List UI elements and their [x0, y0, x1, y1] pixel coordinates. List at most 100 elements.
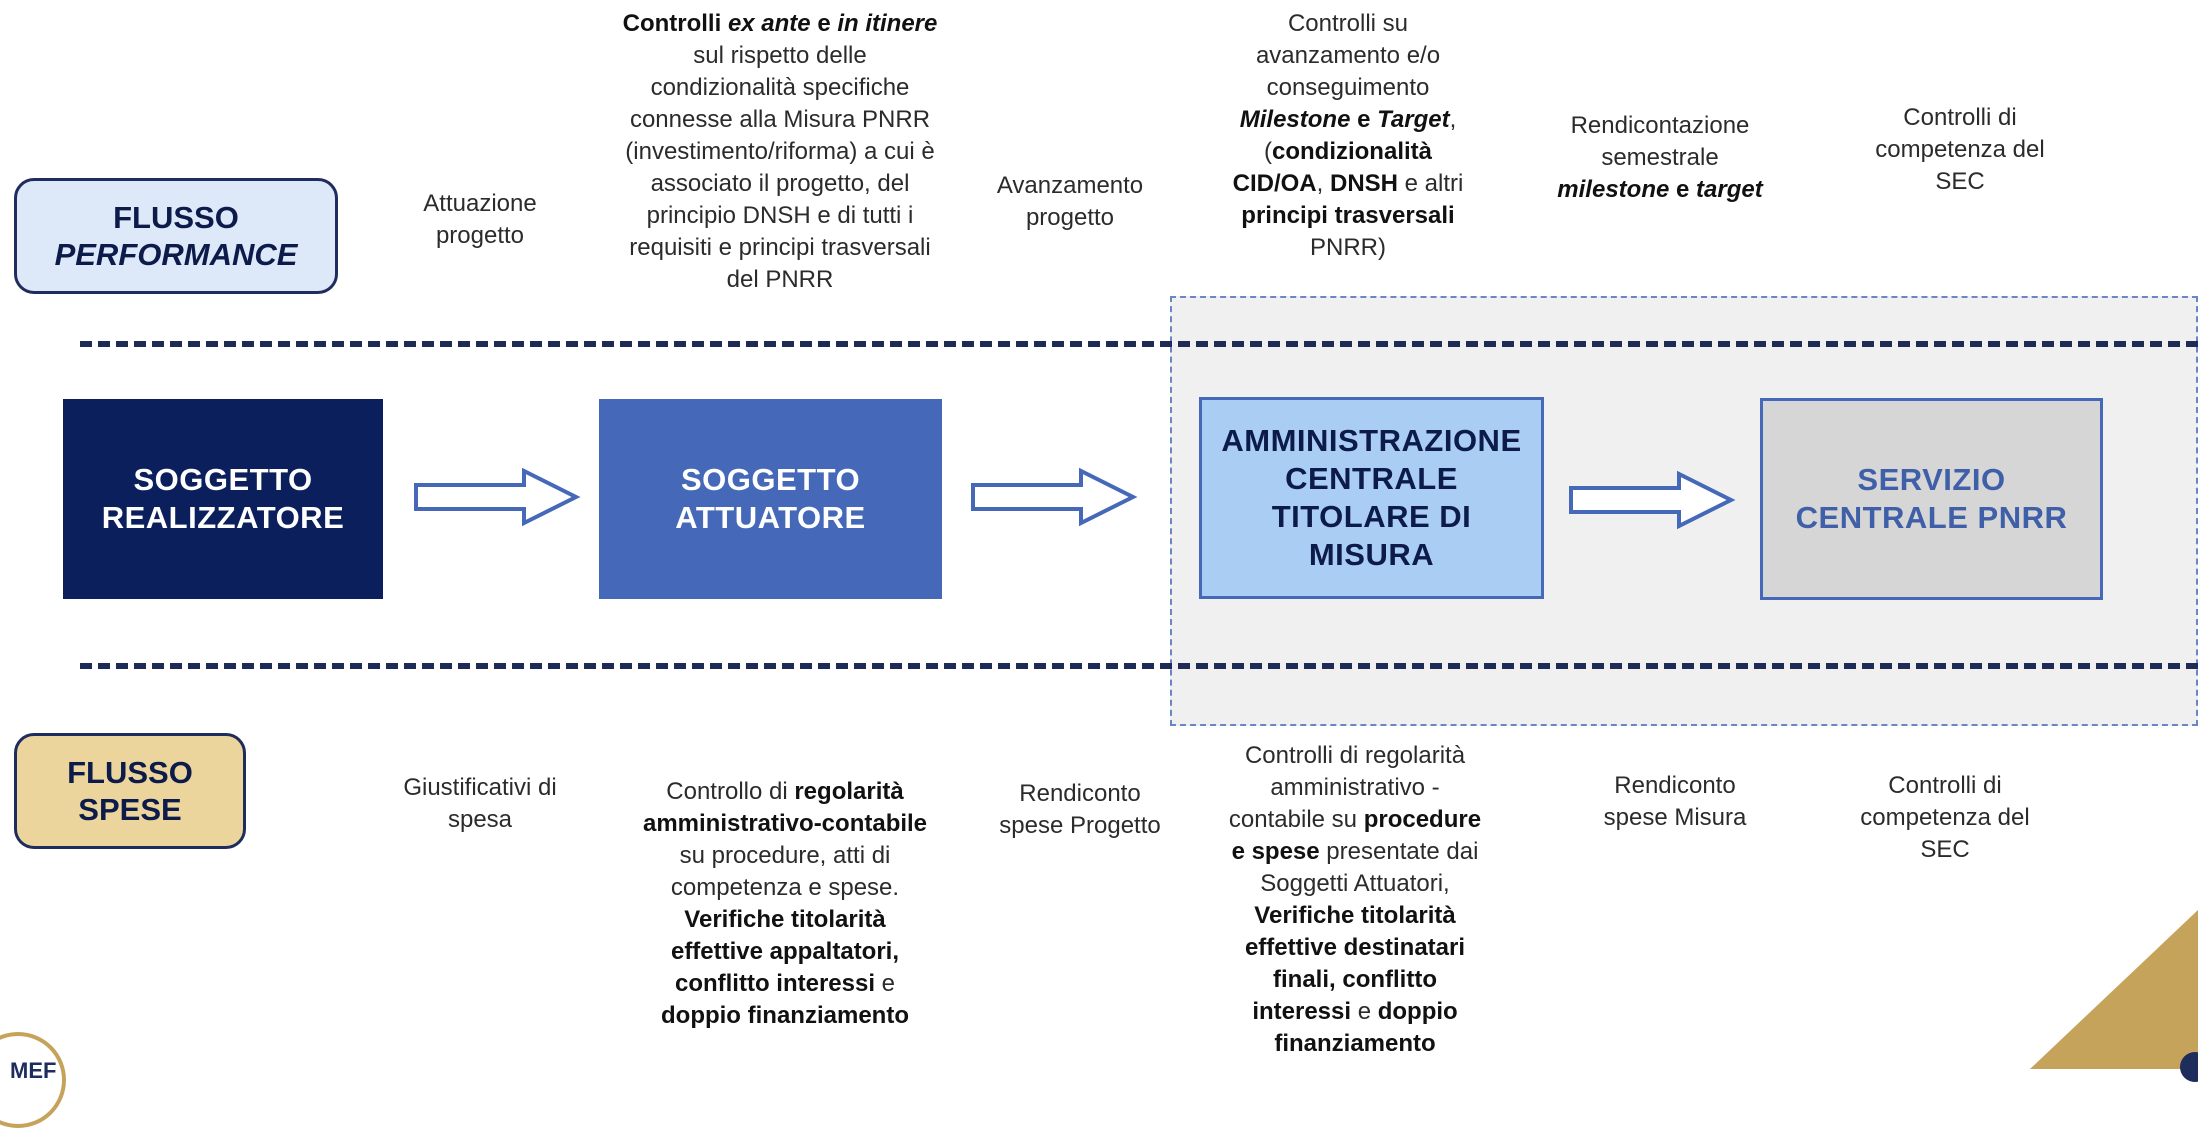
rendicontazione-semestrale-text: Rendicontazione semestrale milestone e t… [1520, 110, 1800, 206]
text-line: Attuazione [423, 190, 537, 217]
flusso-performance-line1: FLUSSO [113, 200, 239, 235]
text-line: Controlli ex ante e in itinere [560, 8, 1000, 40]
text-span: Controllo di [666, 778, 795, 805]
text-line: principio DNSH e di tutti i [646, 202, 914, 229]
box-label: AMMINISTRAZIONE [1221, 423, 1522, 458]
giustificativi-spesa-text: Giustificativi di spesa [365, 772, 595, 836]
box-label: REALIZZATORE [101, 500, 345, 535]
mef-logo-text: MEF [10, 1058, 57, 1083]
text-line: e spese presentate dai [1190, 836, 1520, 868]
text-span: Milestone [1239, 106, 1351, 133]
text-line: Rendicontazione [1570, 112, 1750, 139]
soggetto-realizzatore-box: SOGGETTO REALIZZATORE [63, 399, 383, 599]
text-line: Controlli di regolarità [1244, 742, 1466, 769]
controlli-ex-ante-text: Controlli ex ante e in itinere sul rispe… [560, 8, 1000, 296]
text-line: finanziamento [1190, 1028, 1520, 1060]
text-line: Controlli di [1888, 772, 2002, 799]
text-line: conflitto interessi e [595, 968, 975, 1000]
text-span: condizionalità [1271, 138, 1432, 165]
text-span: CID/OA [1232, 170, 1317, 197]
soggetto-attuatore-box: SOGGETTO ATTUATORE [599, 399, 942, 599]
text-line: amministrativo-contabile [595, 808, 975, 840]
text-span: e [875, 970, 896, 997]
text-span: interessi [1252, 998, 1352, 1025]
box-label: CENTRALE PNRR [1795, 500, 2068, 535]
text-span: , [1316, 170, 1330, 197]
text-line: Controllo di regolarità [595, 776, 975, 808]
bottom-dashed-separator [80, 663, 2198, 669]
box-label: SOGGETTO [680, 462, 861, 497]
flusso-spese-line2: SPESE [78, 792, 182, 827]
text-span: procedure [1363, 806, 1482, 833]
box-label: SOGGETTO [133, 462, 313, 497]
text-span: target [1696, 176, 1763, 203]
text-span: e altri [1398, 170, 1464, 197]
text-line: Avanzamento [996, 172, 1144, 199]
text-line: spesa [447, 806, 513, 833]
text-line: Verifiche titolarità [595, 904, 975, 936]
text-line: effettive destinatari [1190, 932, 1520, 964]
text-span: effettive appaltatori, [670, 938, 900, 965]
controlli-competenza-sec-top-text: Controlli di competenza del SEC [1840, 102, 2080, 198]
text-line: effettive appaltatori, [595, 936, 975, 968]
text-span: Target [1377, 106, 1450, 133]
text-line: spese Misura [1603, 804, 1747, 831]
text-line: milestone e target [1520, 174, 1800, 206]
box-label: TITOLARE DI [1271, 499, 1472, 534]
text-span: Verifiche titolarità [684, 906, 886, 933]
text-line: interessi e doppio [1190, 996, 1520, 1028]
top-dashed-separator [80, 341, 2198, 347]
arrow-right-icon [414, 467, 581, 527]
text-line: Giustificativi di [403, 774, 557, 801]
text-line: SEC [1920, 836, 1970, 863]
text-span: DNSH [1329, 170, 1398, 197]
text-span: finanziamento [1274, 1030, 1436, 1057]
text-line: Rendiconto [1019, 780, 1141, 807]
text-span: ( [1263, 138, 1272, 165]
mef-logo: MEF [0, 1032, 66, 1128]
text-span: contabile su [1228, 806, 1364, 833]
text-line: associato il progetto, del [650, 170, 910, 197]
box-label: MISURA [1308, 537, 1435, 572]
text-line: Rendiconto [1614, 772, 1736, 799]
text-line: contabile su procedure [1190, 804, 1520, 836]
flusso-performance-line2: PERFORMANCE [54, 237, 298, 272]
flusso-spese-line1: FLUSSO [67, 755, 193, 790]
text-line: progetto [435, 222, 525, 249]
text-span: doppio finanziamento [661, 1002, 909, 1029]
text-line: Controlli di [1903, 104, 2017, 131]
text-line: finali, conflitto [1190, 964, 1520, 996]
servizio-centrale-pnrr-box: SERVIZIO CENTRALE PNRR [1760, 398, 2103, 600]
controllo-regolarita-text: Controllo di regolarità amministrativo-c… [595, 776, 975, 1032]
text-span: e [1350, 106, 1378, 133]
text-span: e [1351, 998, 1378, 1025]
text-line: conseguimento [1266, 74, 1430, 101]
text-line: su procedure, atti di [679, 842, 891, 869]
controlli-regolarita-amministrativo-text: Controlli di regolarità amministrativo -… [1190, 740, 1520, 1060]
text-line: principi trasversali [1178, 200, 1518, 232]
text-line: Verifiche titolarità [1190, 900, 1520, 932]
text-span: amministrativo-contabile [642, 810, 928, 837]
text-line: spese Progetto [999, 812, 1161, 839]
text-line: PNRR) [1310, 234, 1386, 261]
corner-dot [2180, 1052, 2198, 1082]
text-span: milestone [1557, 176, 1670, 203]
text-span: ex ante [727, 10, 811, 37]
text-line: sul rispetto delle [693, 42, 867, 69]
text-line: doppio finanziamento [595, 1000, 975, 1032]
avanzamento-progetto-text: Avanzamento progetto [960, 170, 1180, 234]
text-span: finali, conflitto [1273, 966, 1437, 993]
text-line: (investimento/riforma) a cui è [625, 138, 935, 165]
text-line: condizionalità specifiche [650, 74, 910, 101]
text-line: progetto [1025, 204, 1115, 231]
rendiconto-spese-misura-text: Rendiconto spese Misura [1545, 770, 1805, 834]
text-span: e [1669, 176, 1697, 203]
text-span: e spese [1231, 838, 1320, 865]
text-line: Soggetti Attuatori, [1260, 870, 1450, 897]
text-line: amministrativo - [1270, 774, 1440, 801]
text-line: requisiti e principi trasversali [629, 234, 931, 261]
text-line: (condizionalità [1178, 136, 1518, 168]
amministrazione-centrale-box: AMMINISTRAZIONE CENTRALE TITOLARE DI MIS… [1199, 397, 1544, 599]
text-span: doppio [1377, 998, 1458, 1025]
text-span: conflitto interessi [674, 970, 875, 997]
